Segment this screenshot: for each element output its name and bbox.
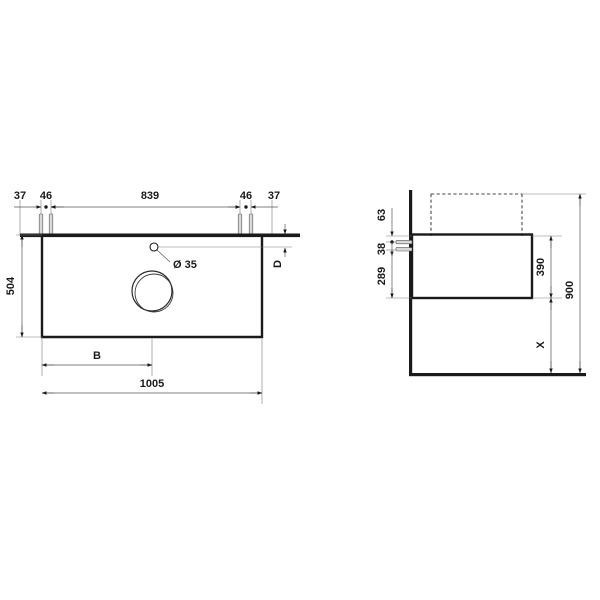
cabinet-side-outline xyxy=(410,233,534,300)
dim-left-tap-spacing-46: 46 xyxy=(40,190,64,209)
dim-label-partial-width: B xyxy=(93,350,101,362)
dim-fixing-offset-38: 38 xyxy=(376,240,394,257)
wall-fixing-bolt-upper xyxy=(395,240,413,245)
dim-left-offset-37: 37 xyxy=(14,190,42,209)
dim-cabinet-height-289: 289 xyxy=(376,250,394,299)
dim-tap-center-span-839: 839 xyxy=(50,190,241,209)
dim-label-tap-center-span: 839 xyxy=(141,190,159,202)
dim-unit-height-390: 390 xyxy=(535,235,553,299)
dim-label-total-width: 1005 xyxy=(140,378,164,390)
wall-fixing-bolt-lower xyxy=(395,247,413,252)
dim-label-right-tap-spacing: 46 xyxy=(240,190,252,202)
front-view-group: 37 46 839 46 xyxy=(5,190,300,404)
dim-label-height: 504 xyxy=(5,276,17,295)
basin-bowl-inner xyxy=(134,273,174,313)
dim-label-fixing-offset: 38 xyxy=(376,243,388,255)
dim-label-left-offset: 37 xyxy=(14,190,26,202)
tap-fitting-group-left xyxy=(38,213,54,235)
dim-label-depth: D xyxy=(272,260,284,268)
wall-line xyxy=(409,190,413,376)
dim-right-offset-37: 37 xyxy=(250,190,280,209)
floor-line xyxy=(409,373,586,377)
tap-hole xyxy=(149,242,159,252)
dim-total-height-900: 900 xyxy=(564,193,582,374)
side-view-left-extension-lines xyxy=(386,235,412,299)
dim-total-width-1005: 1005 xyxy=(41,339,263,404)
washbasin-top-slab xyxy=(20,233,300,238)
dim-label-unit-height: 390 xyxy=(535,258,547,276)
dim-label-left-tap-spacing: 46 xyxy=(40,190,52,202)
tap-fitting-3 xyxy=(237,213,243,235)
tap-spacing-center-dot-left xyxy=(44,205,48,209)
dim-label-total-height: 900 xyxy=(564,281,576,299)
dim-depth-D: D xyxy=(272,224,287,268)
side-view-group: 63 38 289 xyxy=(376,190,586,377)
dim-label-cabinet-height: 289 xyxy=(376,267,388,285)
tap-fitting-2 xyxy=(48,213,54,235)
tap-hole-leader xyxy=(156,249,171,263)
basin-bowl-outline xyxy=(131,270,173,312)
basin-dashed-outline xyxy=(430,193,523,236)
dim-floor-gap-X: X xyxy=(535,297,553,374)
cabinet-front-outline xyxy=(40,236,264,339)
dim-label-right-offset: 37 xyxy=(268,190,280,202)
dim-label-top-overhang: 63 xyxy=(376,209,388,221)
tap-fitting-1 xyxy=(38,213,44,235)
wall-fixing-group xyxy=(395,240,413,252)
tap-spacing-center-dot-right xyxy=(244,205,248,209)
dim-partial-width-B: B xyxy=(41,337,153,376)
dim-top-overhang-63: 63 xyxy=(376,208,394,237)
tap-fitting-4 xyxy=(248,213,254,235)
dim-right-tap-spacing-46: 46 xyxy=(228,190,252,209)
dim-height-504: 504 xyxy=(5,234,42,338)
tap-fitting-group-right xyxy=(237,213,254,235)
dim-label-floor-gap: X xyxy=(535,341,547,349)
side-view-right-extension-lines xyxy=(522,193,586,299)
tap-hole-diameter-label: Ø 35 xyxy=(173,259,197,271)
front-view-top-extension-lines xyxy=(19,200,273,236)
